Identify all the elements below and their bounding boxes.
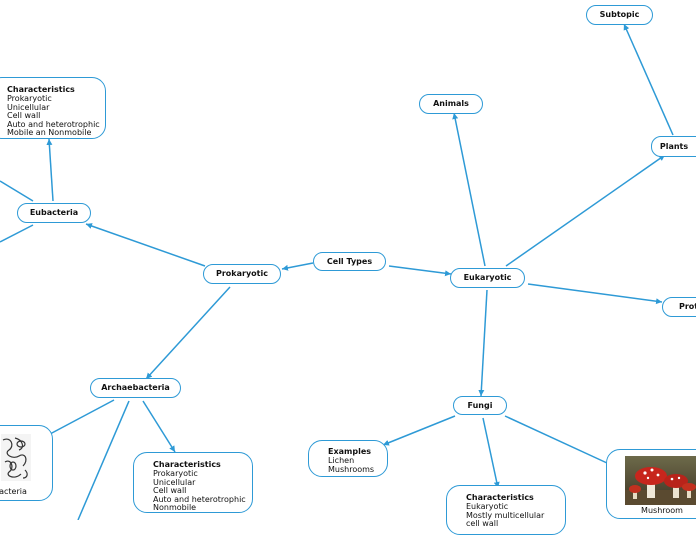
card-line: Cell wall [153, 486, 187, 495]
node-animals[interactable]: Animals [419, 94, 483, 114]
node-animals-label: Animals [433, 99, 469, 108]
edge-eukaryotic-animals [452, 112, 486, 267]
card-line: Mostly multicellular [466, 510, 545, 520]
edge-prokaryotic-archaebacteria [145, 286, 231, 380]
card-mushroom-image[interactable]: Mushroom [606, 449, 696, 519]
edge-eubacteria-left-lower [0, 224, 34, 243]
node-eubacteria[interactable]: Eubacteria [17, 203, 91, 223]
card-archaebacteria-characteristics[interactable]: Characteristics Prokaryotic Unicellular … [133, 452, 253, 513]
card-heading: Examples [328, 447, 372, 456]
edge-eubacteria-left-upper [0, 180, 34, 202]
node-eukaryotic[interactable]: Eukaryotic [450, 268, 525, 288]
node-eukaryotic-label: Eukaryotic [463, 273, 512, 282]
card-line: Auto and heterotrophic [153, 494, 246, 504]
card-heading: Characteristics [7, 85, 75, 94]
edge-prokaryotic-eubacteria [85, 223, 206, 267]
mushroom-photo-icon [625, 456, 696, 505]
edge-fungi-examples [382, 415, 456, 446]
node-prokaryotic-label: Prokaryotic [216, 269, 268, 278]
card-line: Prokaryotic [153, 469, 198, 478]
node-protists[interactable]: Proti [662, 297, 696, 317]
edge-celltypes-eukaryotic [388, 265, 452, 277]
edge-plants-subtopic [623, 23, 674, 136]
connector-layer [0, 23, 674, 520]
edge-archaebacteria-characteristics [142, 400, 176, 453]
mushroom-image-caption: Mushroom [625, 507, 696, 515]
card-fungi-characteristics[interactable]: Characteristics Eukaryotic Mostly multic… [446, 485, 566, 535]
card-line: Nonmobile [153, 503, 197, 512]
card-line: Mobile an Nonmobile [7, 128, 92, 137]
card-heading: Characteristics [153, 460, 221, 469]
node-cell-types[interactable]: Cell Types [313, 252, 386, 271]
card-line: Mushrooms [328, 464, 375, 474]
card-eubacteria-characteristics[interactable]: Characteristics Prokaryotic Unicellular … [0, 77, 106, 139]
edge-archaebacteria-down [77, 400, 130, 520]
edge-eubacteria-characteristics [46, 138, 54, 202]
card-heading: Characteristics [466, 493, 534, 502]
edge-fungi-characteristics [482, 417, 500, 489]
card-archaebacteria-image[interactable]: bacteria [0, 425, 53, 501]
node-eubacteria-label: Eubacteria [29, 208, 79, 217]
edge-eukaryotic-plants [505, 154, 666, 267]
card-line: Prokaryotic [7, 94, 52, 103]
card-fungi-examples[interactable]: Examples Lichen Mushrooms [308, 440, 388, 477]
edge-eukaryotic-protists [527, 283, 663, 305]
archaebacteria-caption-text: bacteria [0, 487, 27, 496]
mind-map-canvas: Cell Types Prokaryotic Eukaryotic Eubact… [0, 5, 696, 535]
edge-fungi-mushroom [504, 415, 608, 464]
node-archaebacteria-label: Archaebacteria [101, 383, 170, 392]
mushroom-caption-text: Mushroom [641, 506, 683, 515]
node-subtopic[interactable]: Subtopic [586, 5, 653, 25]
card-line: Unicellular [7, 102, 50, 112]
archaebacteria-illustration-icon [1, 434, 31, 481]
card-line: Unicellular [153, 477, 196, 487]
edge-eukaryotic-fungi [478, 289, 488, 397]
node-protists-label: Proti [679, 302, 696, 311]
archaebacteria-image-caption: bacteria [0, 488, 27, 496]
edge-celltypes-prokaryotic [281, 262, 314, 271]
edge-archaebacteria-image [49, 399, 115, 435]
node-subtopic-label: Subtopic [599, 10, 640, 19]
card-line: cell wall [466, 519, 499, 528]
node-fungi[interactable]: Fungi [453, 396, 507, 415]
card-line: Eukaryotic [466, 502, 509, 511]
node-cell-types-label: Cell Types [326, 256, 373, 266]
node-prokaryotic[interactable]: Prokaryotic [203, 264, 281, 284]
card-line: Cell wall [7, 111, 41, 120]
node-plants-label: Plants [659, 141, 689, 151]
node-archaebacteria[interactable]: Archaebacteria [90, 378, 181, 398]
node-plants[interactable]: Plants [651, 136, 696, 157]
node-fungi-label: Fungi [467, 400, 493, 410]
card-line: Lichen [328, 456, 355, 465]
card-line: Auto and heterotrophic [7, 119, 100, 129]
